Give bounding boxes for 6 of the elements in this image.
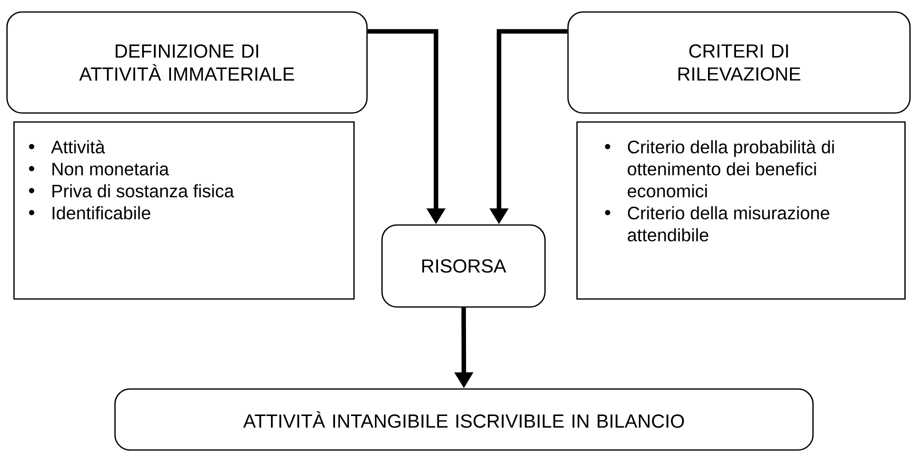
bullet-list-box: Attività Non monetaria Priva di sostanza fisica Identificabile <box>13 121 355 300</box>
heading-box: CRITERI DI RILEVAZIONE <box>567 11 911 114</box>
bullet-list-box: Criterio della probabilità di ottenimento dei benefici economici Criterio della misurazione attendibile <box>576 121 906 300</box>
heading-box: DEFINIZIONE DI ATTIVITÀ IMMATERIALE <box>6 11 368 114</box>
process-box: RISORSA <box>381 224 546 308</box>
result-box: ATTIVITÀ INTANGIBILE ISCRIVIBILE IN BILANCIO <box>114 388 814 451</box>
